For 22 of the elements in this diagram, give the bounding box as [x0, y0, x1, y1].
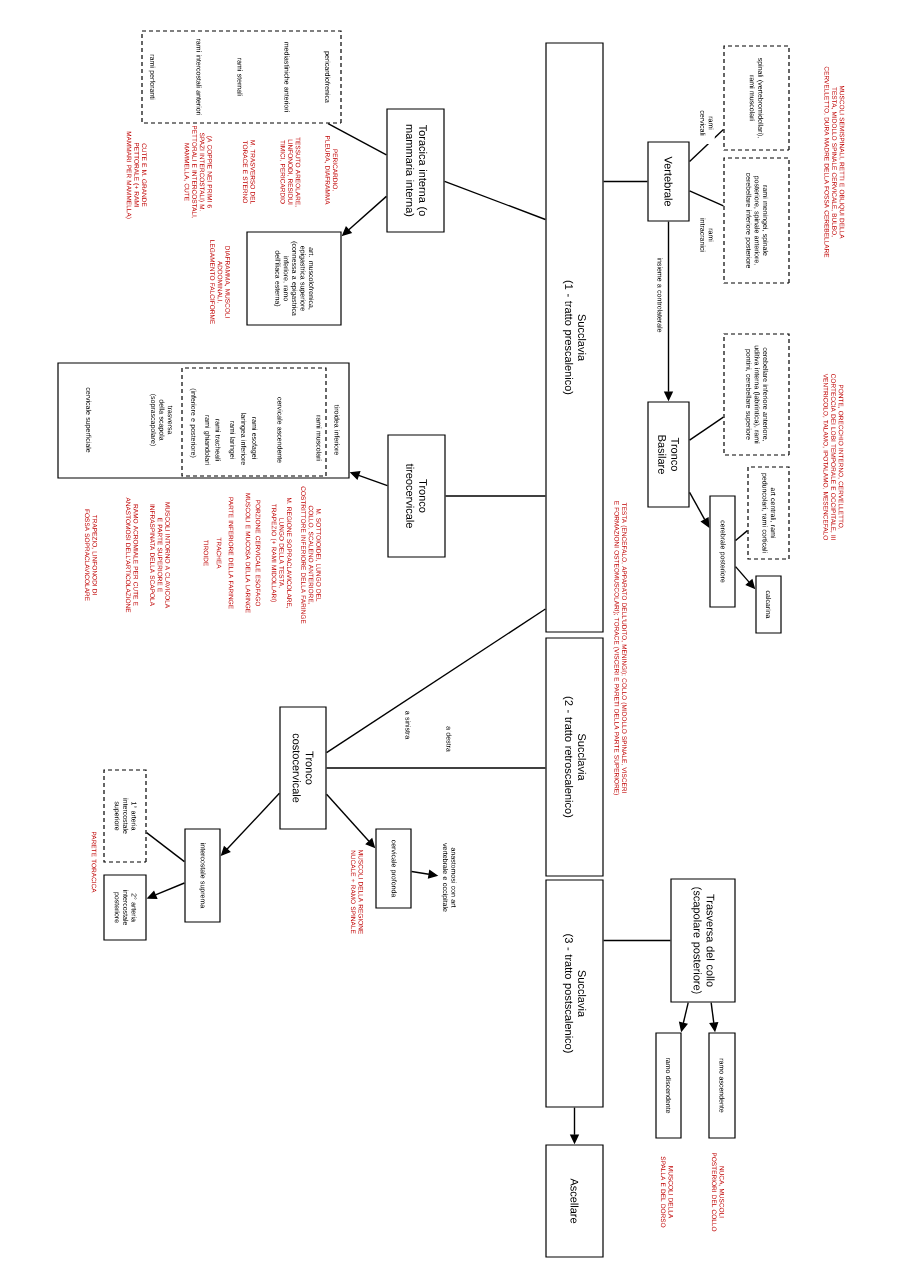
artery-box: Tronco Basilare: [647, 401, 690, 508]
connector-line: [325, 767, 547, 769]
connector-line: [734, 529, 749, 542]
artery-box: Tronco costocervicale: [279, 706, 327, 830]
connector-line: [602, 180, 649, 183]
connector-line: [145, 831, 186, 863]
artery-box: Toracica interna (o mammaria interna): [386, 108, 445, 233]
artery-box: Succlavia (1 - tratto prescalenico): [545, 42, 604, 633]
connector-line: [327, 122, 388, 156]
artery-box: Tronco tireocervicale: [387, 434, 446, 558]
connector-line: [688, 416, 725, 441]
artery-box: Ascellare: [545, 1144, 604, 1258]
connector-line: [443, 180, 547, 221]
connector-line: [325, 608, 547, 754]
artery-box: Trasversa del collo (scapolare posteriore): [670, 878, 736, 1003]
connector-line: [444, 495, 547, 497]
connector-line: [688, 190, 725, 207]
artery-box: Vertebrale: [647, 141, 690, 222]
arrow: [688, 491, 710, 528]
connector-line: [602, 939, 672, 942]
artery-box: Succlavia (3 - tratto postscalenico): [545, 879, 604, 1108]
artery-box: Succlavia (2 - tratto retroscalenico): [545, 637, 604, 877]
